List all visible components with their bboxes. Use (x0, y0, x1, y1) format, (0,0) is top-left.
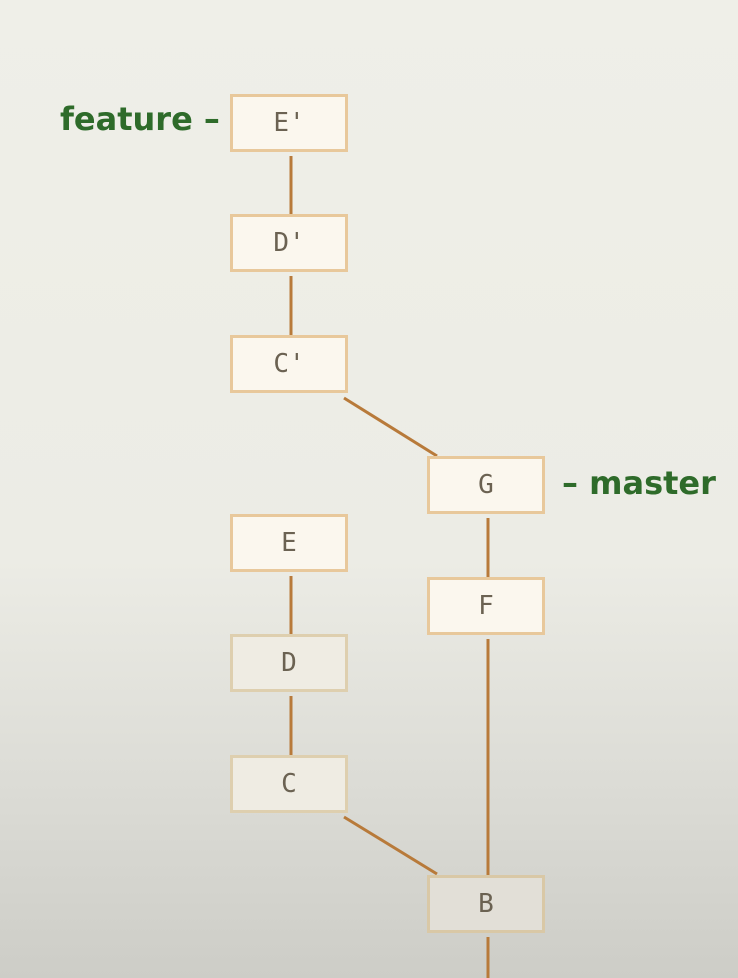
commit-node-e-prime: E' (230, 94, 348, 152)
edge-c-b (343, 815, 438, 876)
commit-node-f: F (427, 577, 545, 635)
edge-cprime-g (343, 396, 438, 458)
commit-node-g: G (427, 456, 545, 514)
master-branch-label: – master (562, 464, 716, 502)
commit-node-b: B (427, 875, 545, 933)
commit-node-d: D (230, 634, 348, 692)
commit-node-e: E (230, 514, 348, 572)
commit-node-c: C (230, 755, 348, 813)
commit-node-d-prime: D' (230, 214, 348, 272)
feature-branch-label: feature – (60, 100, 220, 138)
commit-node-c-prime: C' (230, 335, 348, 393)
